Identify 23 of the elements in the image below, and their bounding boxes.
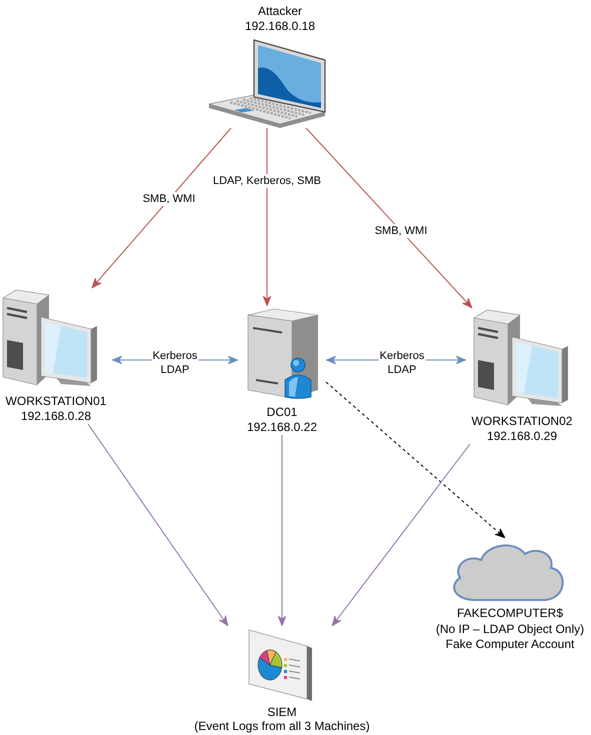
arrow (332, 444, 471, 626)
ip-address: 192.168.0.28 (20, 409, 92, 424)
arrow (88, 424, 228, 626)
edge-label: SMB, WMI (142, 192, 196, 206)
description: (Event Logs from all 3 Machines) (194, 719, 370, 733)
dashed-arrow (326, 381, 506, 538)
description: Fake Computer Account (446, 637, 574, 652)
arrow (306, 128, 473, 308)
device-name: DC01 (266, 405, 298, 420)
note: (No IP – LDAP Object Only) (436, 622, 584, 637)
edge-label: LDAP, Kerberos, SMB (212, 174, 322, 188)
device-name: Attacker (258, 4, 302, 19)
ip-address: 192.168.0.22 (246, 420, 318, 435)
arrow (278, 434, 286, 626)
device-name: WORKSTATION01 (6, 394, 106, 409)
ip-address: 192.168.0.29 (486, 429, 558, 444)
edge-label: SMB, WMI (374, 224, 428, 238)
ip-address: 192.168.0.18 (244, 19, 316, 34)
device-name: WORKSTATION02 (472, 414, 572, 429)
arrow (262, 128, 272, 306)
device-name: SIEM (267, 705, 297, 719)
device-name: FAKECOMPUTER$ (456, 606, 564, 622)
arrow (91, 128, 232, 288)
